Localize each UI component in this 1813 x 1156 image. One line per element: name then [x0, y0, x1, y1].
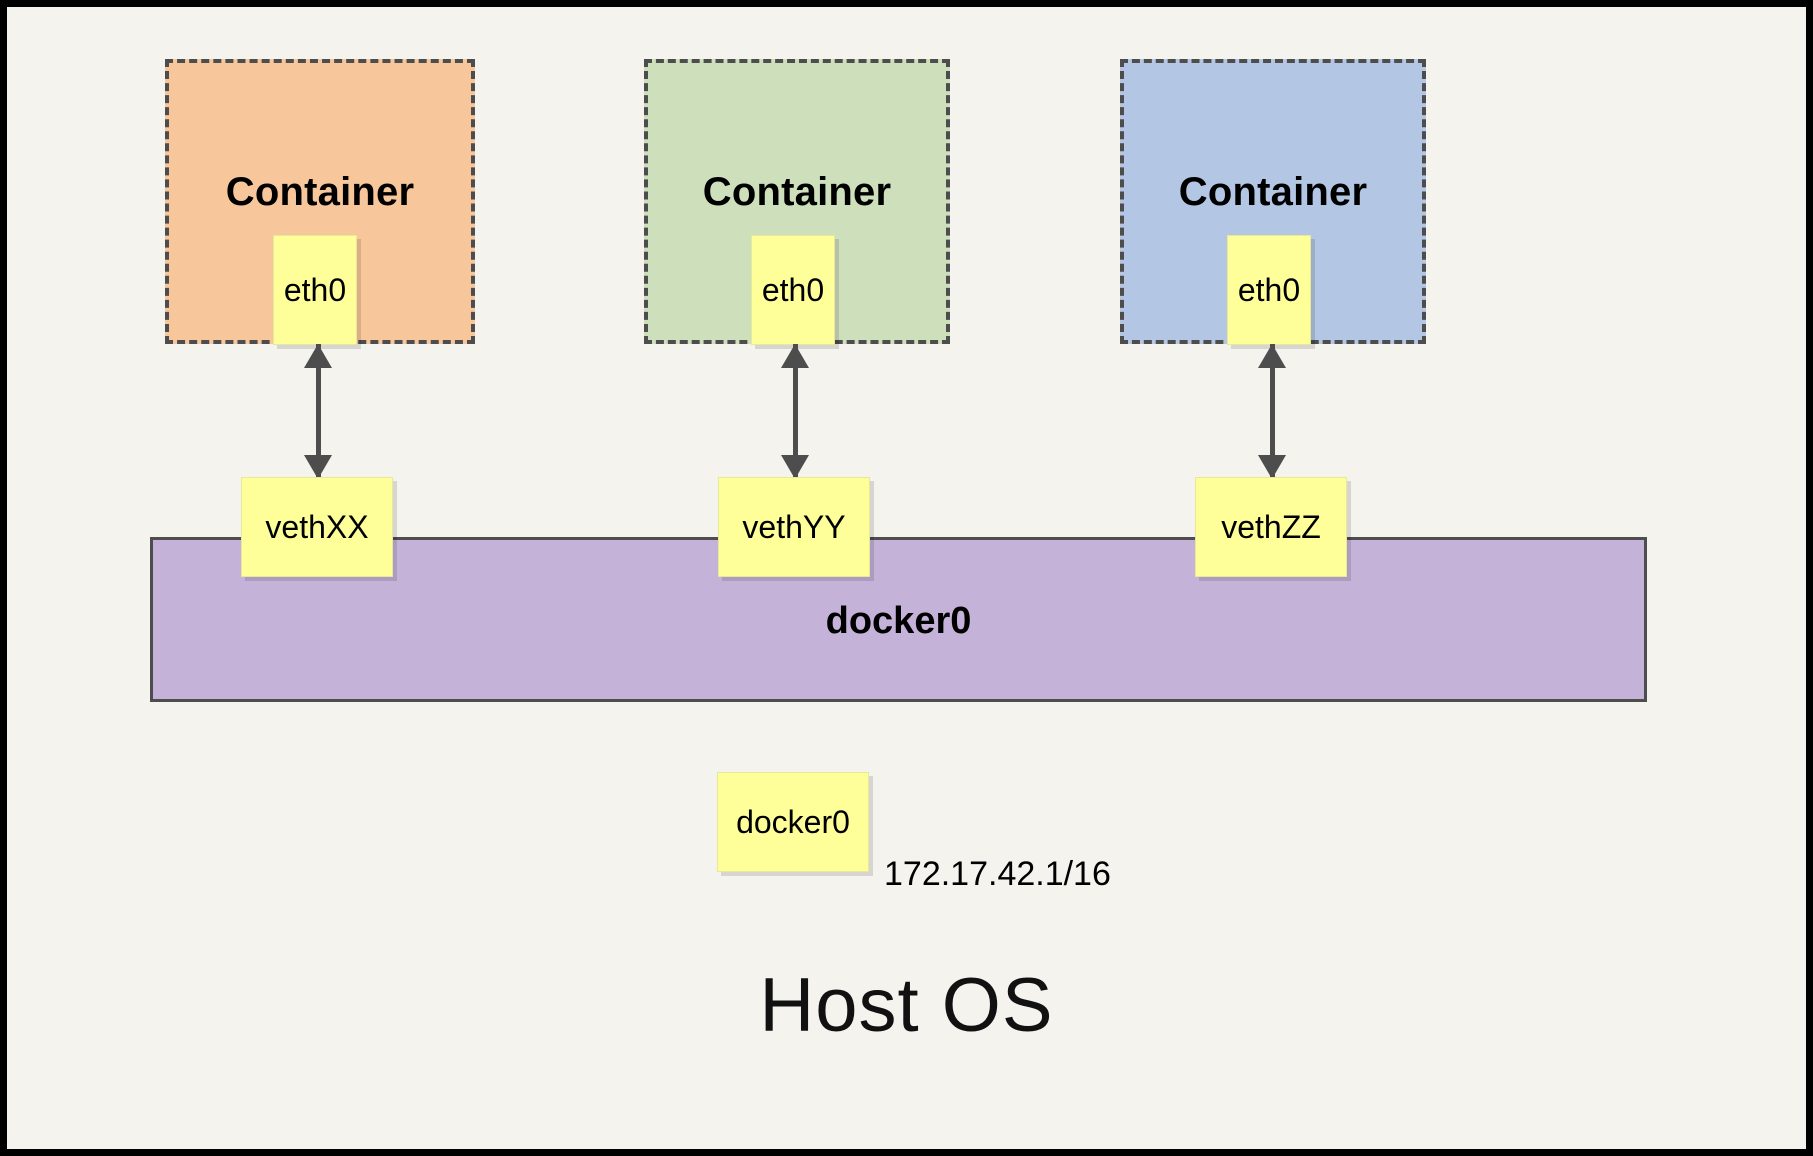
arrow-container-3-to-veth-3 — [1257, 344, 1287, 479]
docker0-bridge-label: docker0 — [825, 600, 972, 642]
docker0-bridge-bar: docker0 — [150, 537, 1647, 702]
arrow-head-down-icon — [304, 455, 332, 479]
eth0-note-3: eth0 — [1227, 235, 1311, 345]
arrow-shaft — [1270, 344, 1275, 479]
veth-label-2: vethYY — [742, 508, 846, 545]
veth-label-3: vethZZ — [1221, 508, 1321, 545]
arrow-container-2-to-veth-2 — [780, 344, 810, 479]
container-title-2: Container — [702, 170, 892, 214]
arrow-head-up-icon — [304, 344, 332, 368]
eth0-label-3: eth0 — [1237, 271, 1301, 308]
container-title-3: Container — [1178, 170, 1368, 214]
arrow-head-down-icon — [1258, 455, 1286, 479]
arrow-shaft — [793, 344, 798, 479]
arrow-head-down-icon — [781, 455, 809, 479]
eth0-label-2: eth0 — [761, 271, 825, 308]
host-os-label: Host OS — [759, 963, 1054, 1048]
veth-note-3: vethZZ — [1195, 477, 1347, 577]
arrow-shaft — [316, 344, 321, 479]
arrow-head-up-icon — [1258, 344, 1286, 368]
eth0-note-1: eth0 — [273, 235, 357, 345]
docker0-interface-label: docker0 — [736, 803, 850, 840]
eth0-label-1: eth0 — [283, 271, 347, 308]
docker0-interface-note: docker0 — [717, 772, 869, 872]
container-title-1: Container — [225, 170, 415, 214]
eth0-note-2: eth0 — [751, 235, 835, 345]
veth-note-1: vethXX — [241, 477, 393, 577]
veth-label-1: vethXX — [265, 508, 369, 545]
arrow-container-1-to-veth-1 — [303, 344, 333, 479]
arrow-head-up-icon — [781, 344, 809, 368]
docker0-ip-address: 172.17.42.1/16 — [884, 855, 1111, 893]
veth-note-2: vethYY — [718, 477, 870, 577]
